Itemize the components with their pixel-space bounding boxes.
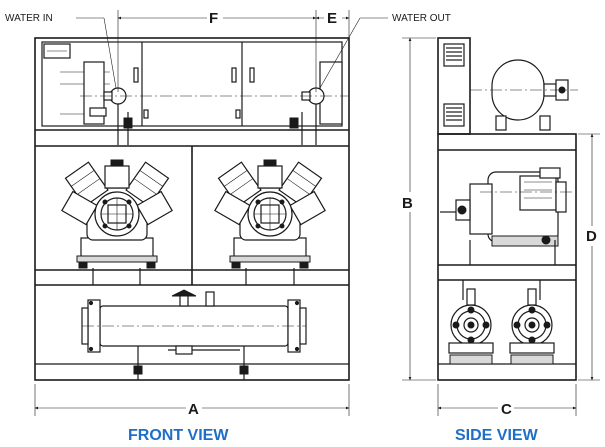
- front-frame: [34, 37, 350, 381]
- compressor-left: [61, 159, 173, 269]
- dim-a-label: A: [188, 401, 199, 418]
- water-out-label: WATER OUT: [392, 13, 451, 24]
- pump-left: [448, 288, 494, 354]
- compressor-right: [214, 159, 326, 269]
- dim-f-label: F: [209, 10, 218, 27]
- pump-right: [509, 288, 555, 354]
- louver-vent-icon: [443, 43, 465, 127]
- compressor-side: [440, 167, 575, 265]
- dim-b-label: B: [402, 195, 413, 212]
- front-view: [34, 37, 350, 381]
- front-view-caption: FRONT VIEW: [128, 427, 229, 444]
- side-view: [437, 37, 578, 381]
- water-in-label: WATER IN: [5, 13, 53, 24]
- side-view-caption: SIDE VIEW: [455, 427, 539, 444]
- dim-e-label: E: [327, 10, 337, 27]
- dim-d-label: D: [586, 228, 597, 245]
- dim-c-label: C: [501, 401, 512, 418]
- side-frame: [437, 133, 577, 381]
